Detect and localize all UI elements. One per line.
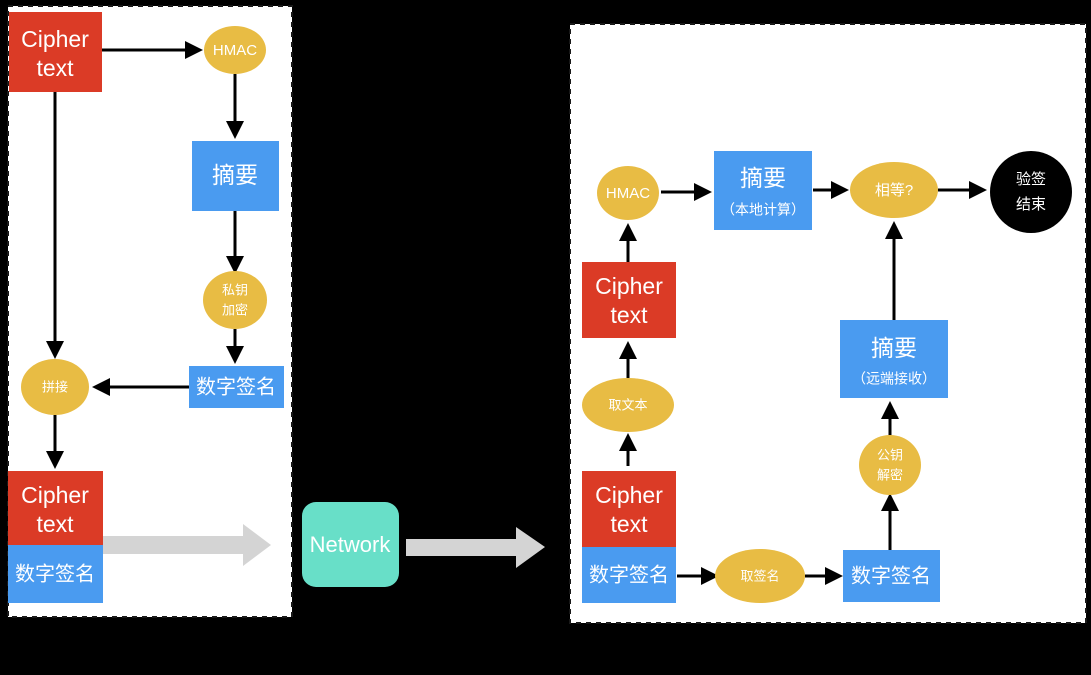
sender-digital-signature-box: 数字签名 <box>189 366 284 408</box>
receiver-public-key-decrypt-line2: 解密 <box>877 467 903 482</box>
receiver-cipher-text-box: Cipher text <box>582 262 676 338</box>
receiver-public-key-decrypt-line1: 公钥 <box>877 447 903 462</box>
sender-private-key-encrypt-line2: 加密 <box>222 302 248 317</box>
sender-packet-cipher-line2: text <box>36 511 74 537</box>
receiver-equal-check-node: 相等? <box>850 162 938 218</box>
sender-digital-signature-label: 数字签名 <box>196 375 276 398</box>
sender-digest-label: 摘要 <box>212 162 258 188</box>
receiver-verify-end-line2: 结束 <box>1016 196 1046 213</box>
sender-packet-cipher-line1: Cipher <box>21 482 89 508</box>
sender-panel: Cipher text HMAC 摘要 私钥 加密 数字 <box>7 5 293 618</box>
receiver-take-signature-node: 取签名 <box>715 549 805 603</box>
sender-packet-signature-label: 数字签名 <box>15 562 95 585</box>
receiver-take-signature-label: 取签名 <box>740 568 779 583</box>
receiver-digest-remote-box: 摘要 （远端接收） <box>840 320 948 398</box>
receiver-take-text-node: 取文本 <box>582 378 674 432</box>
receiver-cipher-text-line2: text <box>610 302 648 328</box>
receiver-packet-cipher-line2: text <box>610 511 648 537</box>
sender-concat-label: 拼接 <box>42 379 68 394</box>
transport-arrow-right <box>406 527 545 568</box>
receiver-hmac-label: HMAC <box>606 185 650 202</box>
receiver-packet-cipher-line1: Cipher <box>595 482 663 508</box>
receiver-verify-end-node: 验签 结束 <box>990 151 1072 233</box>
sender-concat-node: 拼接 <box>21 359 89 415</box>
sender-connectors <box>46 41 244 469</box>
receiver-take-text-label: 取文本 <box>608 397 647 412</box>
receiver-cipher-text-line1: Cipher <box>595 273 663 299</box>
receiver-digest-local-box: 摘要 （本地计算） <box>714 151 812 230</box>
sender-cipher-text-box: Cipher text <box>9 12 102 92</box>
sender-packet-box: Cipher text 数字签名 <box>8 471 103 603</box>
receiver-digest-remote-line1: 摘要 <box>871 335 917 361</box>
receiver-digital-signature-box: 数字签名 <box>843 550 940 602</box>
receiver-hmac-node: HMAC <box>597 166 659 220</box>
receiver-digest-local-line2: （本地计算） <box>721 202 805 218</box>
receiver-digital-signature-label: 数字签名 <box>851 564 931 587</box>
receiver-public-key-decrypt-node: 公钥 解密 <box>859 435 921 495</box>
sender-cipher-text-line1: Cipher <box>21 26 89 52</box>
receiver-packet-box: Cipher text 数字签名 <box>582 471 676 603</box>
network-node: Network <box>302 502 399 587</box>
receiver-connectors <box>619 181 987 585</box>
sender-cipher-text-line2: text <box>36 55 74 81</box>
sender-hmac-node: HMAC <box>204 26 266 74</box>
receiver-verify-end-line1: 验签 <box>1016 171 1046 188</box>
receiver-digest-remote-line2: （远端接收） <box>852 371 936 387</box>
sender-hmac-label: HMAC <box>213 42 257 59</box>
sender-digest-box: 摘要 <box>192 141 279 211</box>
receiver-digest-local-line1: 摘要 <box>740 165 786 191</box>
receiver-equal-check-label: 相等? <box>875 181 913 199</box>
network-label: Network <box>310 532 392 557</box>
sender-private-key-encrypt-node: 私钥 加密 <box>203 271 267 329</box>
receiver-panel: HMAC 摘要 （本地计算） 相等? 验签 结束 Cip <box>569 23 1087 624</box>
transport-arrow-left <box>103 524 271 566</box>
receiver-packet-signature-label: 数字签名 <box>589 563 669 586</box>
sender-private-key-encrypt-line1: 私钥 <box>222 282 248 297</box>
